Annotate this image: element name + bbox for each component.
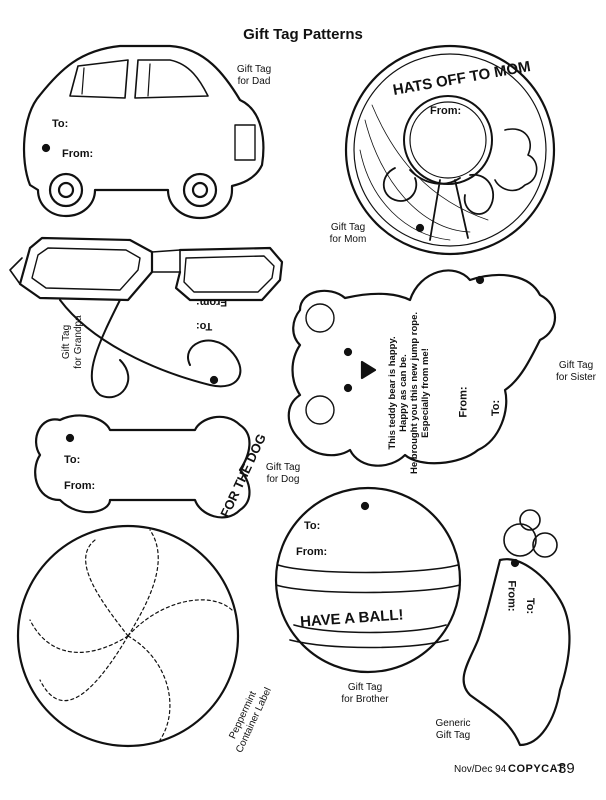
sister-from-label: From: [457,386,470,418]
caption-dog: Gift Tag for Dog [265,462,301,485]
footer-issue: Nov/Dec 94 [454,764,507,775]
brother-from-label: From: [296,546,328,558]
dog-to-label: To: [64,454,81,466]
peppermint-label-outline [16,524,240,748]
footer-brand: COPYCAT [508,763,565,775]
generic-from-label: From: [505,580,518,612]
dad-from-label: From: [62,148,94,160]
sister-poem: This teddy bear is happy. Happy as can b… [387,298,463,488]
page-number: 39 [558,760,575,777]
glasses-tag-outline [9,236,284,399]
poem-line-2: Happy as can be. [398,354,409,432]
bear-tag-outline [287,269,556,467]
caption-generic: Generic Gift Tag [435,718,471,741]
sister-to-label: To: [490,399,503,417]
brother-to-label: To: [304,520,321,532]
grandpa-from-label: From: [196,296,228,308]
page-title: Gift Tag Patterns [243,26,363,43]
poem-line-4: Especially from me! [420,348,431,438]
bone-tag-outline [34,414,251,519]
ball-tag-outline [274,486,462,674]
car-tag-outline [22,44,265,220]
dog-from-label: From: [64,480,96,492]
caption-grandpa: Gift Tag for Grandpa [61,315,84,369]
poem-line-3: He brought you this new jump rope. [409,311,420,475]
caption-mom: Gift Tag for Mom [329,222,367,245]
caption-dad: Gift Tag for Dad [236,64,272,87]
dad-to-label: To: [52,118,69,130]
poem-line-1: This teddy bear is happy. [387,336,398,450]
hat-tag-outline [344,44,556,256]
caption-sister: Gift Tag for Sister [555,360,596,383]
generic-to-label: To: [524,597,537,615]
mom-from-label: From: [430,105,462,117]
holly-tag-outline [462,509,571,747]
caption-brother: Gift Tag for Brother [341,682,389,705]
grandpa-to-label: To: [196,320,213,332]
